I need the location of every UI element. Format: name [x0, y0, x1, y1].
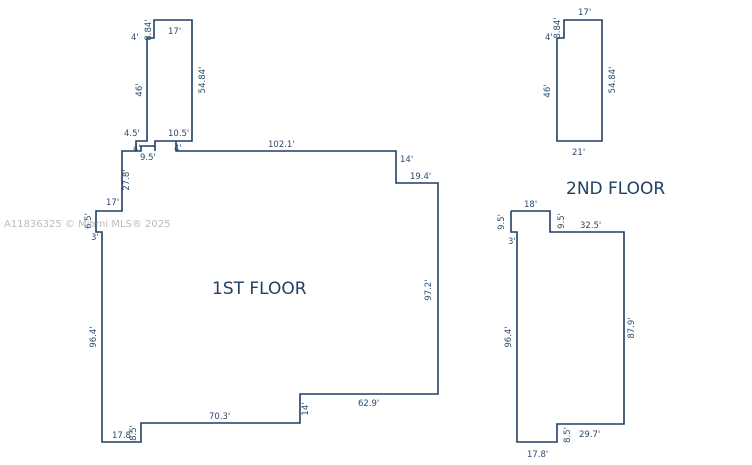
dim-label: 21' [572, 148, 585, 158]
dim-label: 19.4' [410, 172, 431, 182]
dim-label: 4' [133, 144, 141, 154]
dim-label: 8.5' [563, 427, 573, 443]
dim-label: 96.4' [504, 326, 514, 347]
dim-label: 97.2' [424, 279, 434, 300]
dim-label: 3' [508, 237, 516, 247]
dim-label: 46' [543, 84, 553, 97]
dim-label: 17.8' [527, 450, 548, 460]
dim-label: 14' [301, 402, 311, 415]
first-floor-tower-outline [135, 19, 193, 152]
dim-label: 3' [91, 233, 99, 243]
dim-label: 17' [106, 198, 119, 208]
dim-label: 17' [578, 8, 591, 18]
dim-label: 32.5' [580, 221, 601, 231]
dim-label: 102.1' [268, 140, 295, 150]
dim-label: 4' [174, 144, 182, 154]
mls-watermark: A11836325 © Miami MLS® 2025 [4, 219, 171, 230]
dim-label: 70.3' [209, 412, 230, 422]
second-floor-main-outline [510, 210, 625, 443]
dim-label: 62.9' [358, 399, 379, 409]
second-floor-plan: 4' 8.84' 17' 54.84' 46' 21' 2ND FLOOR 9.… [497, 8, 665, 460]
dim-label: 9.5' [140, 153, 156, 163]
dim-label: 96.4' [89, 326, 99, 347]
dim-label: 8.84' [553, 17, 563, 38]
dim-label: 9.5' [557, 213, 567, 229]
second-floor-title: 2ND FLOOR [566, 179, 665, 199]
dim-label: 14' [400, 155, 413, 165]
dim-label: 4' [131, 33, 139, 43]
dim-label: 8.5' [129, 425, 139, 441]
first-floor-plan: 4' 8.84' 17' 54.84' 46' 4.5' 10.5' 4' 4'… [84, 19, 439, 443]
dim-label: 87.9' [627, 317, 637, 338]
second-floor-tower-outline [556, 19, 603, 142]
dim-label: 4' [545, 33, 553, 43]
dim-label: 29.7' [579, 430, 600, 440]
dim-label: 9.5' [497, 214, 507, 230]
dim-label: 54.84' [198, 67, 208, 94]
dim-label: 6.5' [84, 213, 94, 229]
dim-label: 54.84' [608, 67, 618, 94]
first-floor-main-outline [95, 141, 439, 443]
dim-label: 10.5' [168, 129, 189, 139]
first-floor-title: 1ST FLOOR [212, 279, 307, 299]
dim-label: 17' [168, 27, 181, 37]
dim-label: 18' [524, 200, 537, 210]
dim-label: 17.8' [112, 431, 133, 441]
dim-label: 27.8' [122, 169, 132, 190]
dim-label: 46' [135, 83, 145, 96]
dim-label: 4.5' [124, 129, 140, 139]
dim-label: 8.84' [144, 19, 154, 40]
